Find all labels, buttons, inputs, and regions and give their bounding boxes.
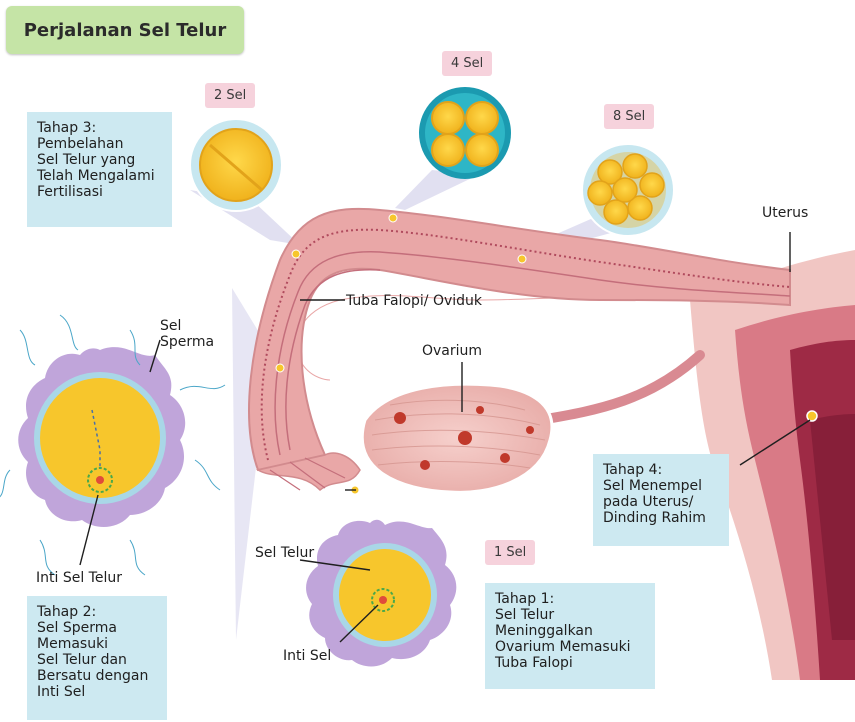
sel-telur-label: Sel Telur <box>255 545 314 561</box>
inti-sel-telur-label: Inti Sel Telur <box>36 570 122 586</box>
tahap-4-box: Tahap 4: Sel Menempel pada Uterus/ Dindi… <box>593 454 729 546</box>
tahap-1-box: Tahap 1: Sel Telur Meninggalkan Ovarium … <box>485 583 655 689</box>
title-box: Perjalanan Sel Telur <box>6 6 244 54</box>
four-cell-circle <box>419 87 511 179</box>
eight-cell-circle <box>582 144 674 236</box>
label-2-sel: 2 Sel <box>205 83 255 108</box>
two-cell-circle <box>190 119 282 211</box>
single-egg-cell <box>306 520 456 667</box>
ovarium-label: Ovarium <box>422 343 482 359</box>
page-title: Perjalanan Sel Telur <box>24 20 227 41</box>
uterus-label: Uterus <box>762 205 808 221</box>
tuba-label: Tuba Falopi/ Oviduk <box>346 293 482 309</box>
label-4-sel: 4 Sel <box>442 51 492 76</box>
tahap-2-box: Tahap 2: Sel Sperma Memasuki Sel Telur d… <box>27 596 167 720</box>
tahap-3-box: Tahap 3: Pembelahan Sel Telur yang Telah… <box>27 112 172 227</box>
label-1-sel: 1 Sel <box>485 540 535 565</box>
inti-sel-label: Inti Sel <box>283 648 331 664</box>
sperma-label: Sel Sperma <box>160 318 214 350</box>
fertilized-egg <box>0 315 225 575</box>
label-8-sel: 8 Sel <box>604 104 654 129</box>
